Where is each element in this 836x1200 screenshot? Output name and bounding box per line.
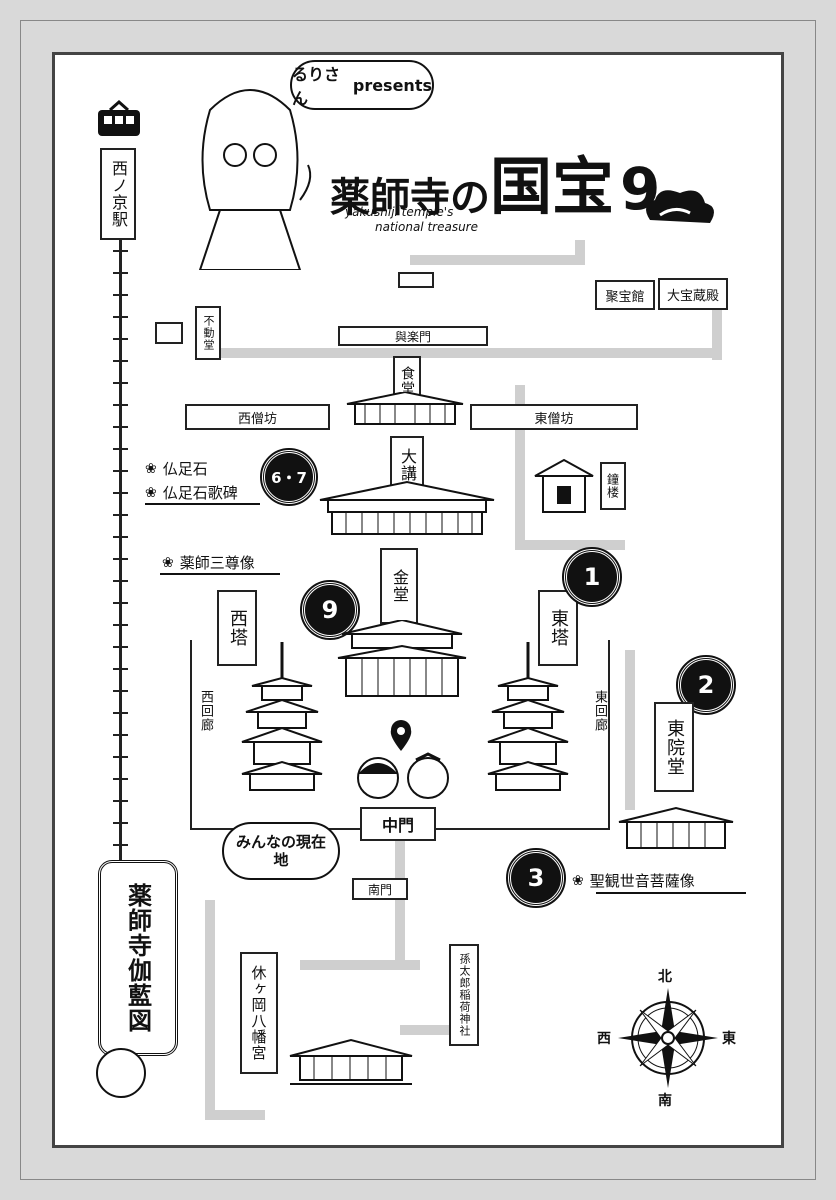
nandaimon-label: 南門 [352, 878, 408, 900]
north-marker [398, 272, 434, 288]
treasure-67-item-1: ❀ 仏足石 [145, 458, 208, 479]
presenter-name: るりさん [292, 65, 341, 108]
path-east-loop [515, 540, 625, 550]
compass-rose [616, 986, 720, 1090]
cloud-icon [640, 185, 720, 235]
train-icon [96, 100, 142, 140]
jujikan-label: 聚宝館 [595, 280, 655, 310]
presents-text: presents [352, 75, 432, 95]
presenter-illustration [180, 70, 320, 270]
current-location-text: みんなの現在地 [235, 833, 326, 869]
path-mid-right [515, 385, 525, 545]
west-marker [155, 322, 183, 344]
west-tower-label: 西塔 [217, 590, 257, 666]
shoro-label: 鐘楼 [600, 462, 626, 510]
treasure-1-badge[interactable]: 1 [562, 547, 622, 607]
location-pin-icon [389, 720, 413, 752]
treasure-9-badge[interactable]: 9 [300, 580, 360, 640]
toindo-building [617, 806, 735, 850]
title-part-a: 薬師寺の [330, 174, 490, 221]
visitors-illustration [352, 752, 454, 802]
kondo-label: 金堂 [380, 548, 418, 624]
path-top-row [220, 348, 720, 358]
lotus-icon: ❀ [572, 872, 584, 889]
railway-ticks [113, 250, 128, 850]
toindo-label: 東院堂 [654, 702, 694, 792]
compass-west: 西 [597, 1031, 611, 1047]
presenter-bubble: るりさん presents [290, 60, 434, 110]
path-southwest [205, 900, 215, 1120]
sontaro-label: 孫太郎稲荷神社 [449, 944, 479, 1046]
kofuku-gate-label: 與楽門 [338, 326, 488, 346]
shoro-building [533, 458, 595, 514]
treasure-67-item-2: ❀ 仏足石歌碑 [145, 482, 238, 503]
lotus-icon: ❀ [145, 460, 157, 477]
page-title: 薬師寺の 国宝 9 [330, 118, 660, 223]
map-title: 薬師寺伽藍図 [123, 883, 153, 1033]
subtitle-en-2: national treasure [375, 220, 478, 234]
nishisoubou-label: 西僧坊 [185, 404, 330, 430]
path-right-drop [712, 300, 722, 360]
artist-seal [96, 1048, 146, 1098]
kondo-building [336, 620, 468, 700]
path-south-h [300, 960, 420, 970]
kodo-building [318, 478, 496, 538]
west-tower-building [240, 642, 324, 792]
hachimangu-building [288, 1038, 414, 1088]
treasure-9-item: ❀ 薬師三尊像 [162, 552, 255, 573]
east-corridor-label: 東回廊 [592, 690, 607, 732]
path-north-1 [410, 255, 585, 265]
treasure-9-underline [160, 573, 280, 575]
title-part-b: 国宝 [490, 150, 615, 223]
east-tower-building [486, 642, 570, 792]
jikido-building [345, 392, 465, 428]
treasure-67-item-1-text: 仏足石 [162, 460, 208, 478]
compass-south: 南 [658, 1093, 672, 1109]
path-east-down [625, 650, 635, 810]
path-south [395, 840, 405, 960]
lotus-icon: ❀ [145, 484, 157, 501]
east-tower-label: 東塔 [538, 590, 578, 666]
subtitle-en-1: yakushiji temple's [345, 205, 454, 219]
west-corridor-label: 西回廊 [198, 690, 213, 732]
treasure-3-badge[interactable]: 3 [506, 848, 566, 908]
treasure-3-item: ❀ 聖観世音菩薩像 [572, 870, 695, 891]
treasure-67-underline [145, 503, 260, 505]
treasure-3-item-text: 聖観世音菩薩像 [589, 872, 695, 890]
path-southwest-h [205, 1110, 265, 1120]
path-sontaro [400, 1025, 460, 1035]
compass-east: 東 [722, 1031, 736, 1047]
path-north-2 [575, 240, 585, 265]
treasure-3-underline [596, 892, 746, 894]
current-location-bubble: みんなの現在地 [222, 822, 340, 880]
treasure-9-item-text: 薬師三尊像 [179, 554, 255, 572]
daihozoden-label: 大宝蔵殿 [658, 278, 728, 310]
station-label: 西ノ京駅 [100, 148, 136, 240]
hachimangu-label: 休ヶ岡八幡宮 [240, 952, 278, 1074]
higashisoubou-label: 東僧坊 [470, 404, 638, 430]
frame-border [20, 20, 816, 1180]
chumon-label: 中門 [360, 807, 436, 841]
compass-north: 北 [658, 969, 672, 985]
treasure-2-badge[interactable]: 2 [676, 655, 736, 715]
treasure-67-item-2-text: 仏足石歌碑 [162, 484, 238, 502]
lotus-icon: ❀ [162, 554, 174, 571]
treasure-67-badge[interactable]: 6・7 [260, 448, 318, 506]
fudodo-label: 不動堂 [195, 306, 221, 360]
map-title-plaque: 薬師寺伽藍図 [98, 860, 178, 1056]
